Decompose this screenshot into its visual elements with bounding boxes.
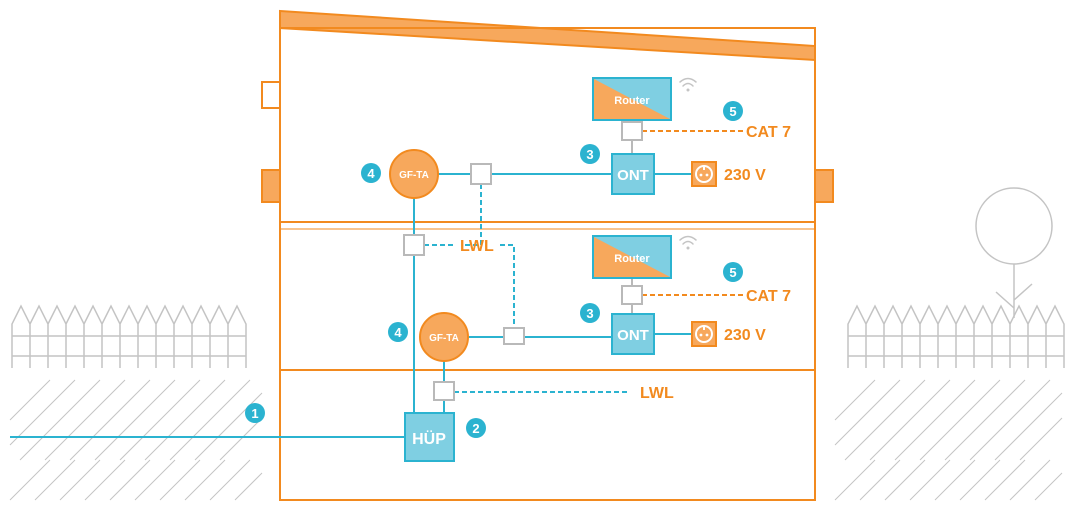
fence-icon [847,304,1065,368]
number-marker: 5 [723,262,743,282]
lwl-label: LWL [460,238,494,255]
gfta-top: GF-TA [389,149,439,199]
svg-text:5: 5 [729,104,736,119]
connector-square [433,381,455,401]
ont-label: ONT [617,167,649,184]
svg-text:5: 5 [729,265,736,280]
window-small [261,81,281,109]
connector-square [621,121,643,141]
connectors [403,121,643,401]
svg-text:4: 4 [367,166,375,181]
svg-text:4: 4 [394,325,402,340]
wifi-icon [679,235,697,250]
number-marker: 4 [361,163,381,183]
fiber-dashed-lines [424,184,630,393]
svg-text:2: 2 [472,421,479,436]
number-marker: 2 [466,418,486,438]
gfta-label: GF-TA [399,170,429,181]
ground-hatching-right [834,379,1063,501]
roof [279,9,816,62]
number-marker: 3 [580,144,600,164]
wifi-icon [679,77,697,92]
router-bottom: Router [592,235,672,279]
number-marker: 4 [388,322,408,342]
lwl-label: LWL [640,385,674,402]
number-marker: 1 [245,403,265,423]
power-socket-icon [691,161,717,187]
svg-text:3: 3 [586,306,593,321]
connector-square [470,163,492,185]
gfta-bottom: GF-TA [419,312,469,362]
house-wall [279,27,816,501]
router-label: Router [614,253,650,265]
svg-text:3: 3 [586,147,593,162]
ont-bottom: ONT [611,313,655,355]
connector-square [621,285,643,305]
fiber-lines [10,173,692,438]
window-left [261,169,281,203]
ont-label: ONT [617,327,649,344]
huep-label: HÜP [412,429,446,448]
connector-square [503,327,525,345]
router-top: Router [592,77,672,121]
ont-top: ONT [611,153,655,195]
number-marker: 5 [723,101,743,121]
cat7-label: CAT 7 [746,288,791,305]
window-right [814,169,834,203]
power-socket-icon [691,321,717,347]
number-marker: 3 [580,303,600,323]
socket-voltage-label: 230 V [724,327,766,344]
gfta-label: GF-TA [429,333,459,344]
cat7-lines [642,130,744,296]
huep-box: HÜP [404,412,455,462]
router-label: Router [614,95,650,107]
connector-square [403,234,425,256]
cat7-label: CAT 7 [746,124,791,141]
tree-icon [975,187,1053,318]
fence-icon [11,304,247,368]
ground-hatching-left [9,379,263,501]
house [261,9,834,501]
svg-text:1: 1 [251,406,258,421]
socket-voltage-label: 230 V [724,167,766,184]
